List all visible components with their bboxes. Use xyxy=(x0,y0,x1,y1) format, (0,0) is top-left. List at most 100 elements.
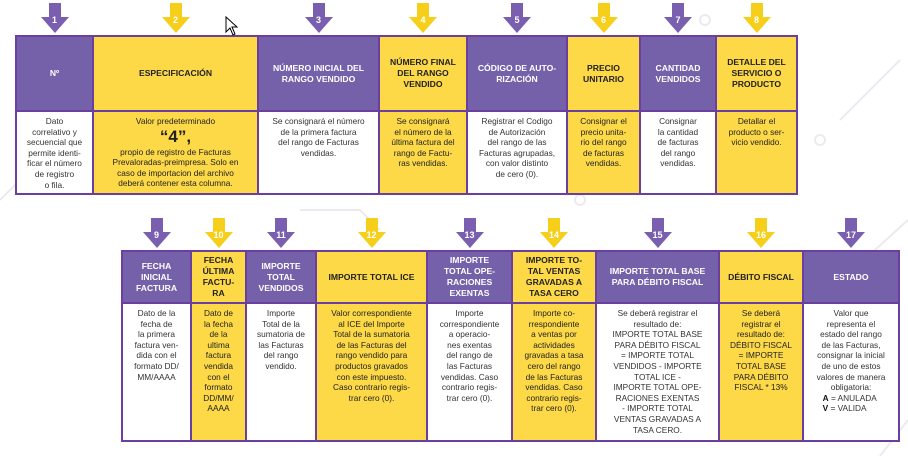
header-text: DÉBITO FISCAL xyxy=(728,271,794,282)
arrow-down-icon: 2 xyxy=(161,3,190,33)
column-13: 13 IMPORTE TOTAL OPE- RACIONES EXENTAS I… xyxy=(426,218,513,446)
column-number: 16 xyxy=(755,230,766,240)
column-11: 11 IMPORTE TOTAL VENDIDOS Importe Total … xyxy=(245,218,317,446)
column-5: 5 CÓDIGO DE AUTO- RIZACIÓN Registrar el … xyxy=(466,3,568,199)
arrow-down-icon: 8 xyxy=(742,3,771,33)
column-header: ESPECIFICACIÓN xyxy=(92,35,259,112)
header-text: FECHA ÚLTIMA FACTU- RA xyxy=(202,255,235,298)
description-text: Dato correlativo y secuencial que permit… xyxy=(26,116,83,190)
column-description: Se deberá registrar el resultado de: IMP… xyxy=(595,302,720,442)
arrow-down-icon: 1 xyxy=(40,3,69,33)
description-text: Se consignará el número de la primera fa… xyxy=(272,116,365,158)
arrow-down-icon: 11 xyxy=(267,218,295,248)
header-text: DETALLE DEL SERVICIO O PRODUCTO xyxy=(727,57,786,89)
header-text: PRECIO UNITARIO xyxy=(583,62,624,84)
description-text: Valor que representa el estado del rango… xyxy=(816,308,886,393)
column-number: 2 xyxy=(172,15,178,25)
column-1: 1 Nº Dato correlativo y secuencial que p… xyxy=(15,3,94,199)
description-text: Importe correspondiente a operacio- nes … xyxy=(439,308,500,403)
column-header: FECHA INICIAL FACTURA xyxy=(121,250,192,304)
column-description: Se deberá registrar el resultado de: DÉB… xyxy=(718,302,804,442)
column-number: 3 xyxy=(315,15,321,25)
column-description: Valor predeterminado“4”,propio de regist… xyxy=(92,110,259,195)
column-12: 12 IMPORTE TOTAL ICE Valor correspondien… xyxy=(315,218,428,446)
column-description: Consignar el precio unita- rio del rango… xyxy=(566,110,641,195)
arrow-down-icon: 9 xyxy=(142,218,171,248)
column-description: Consignar la cantidad de facturas del ra… xyxy=(639,110,717,195)
arrow-down-icon: 7 xyxy=(664,3,692,33)
description-text: Importe Total de la sumatoria de las Fac… xyxy=(257,308,305,371)
column-number: 5 xyxy=(514,15,520,25)
description-text: Se deberá registrar el resultado de: DÉB… xyxy=(729,308,793,393)
column-3: 3 NÚMERO INICIAL DEL RANGO VENDIDO Se co… xyxy=(257,3,380,199)
arrow-down-icon: 4 xyxy=(409,3,437,33)
column-number: 15 xyxy=(652,230,663,240)
arrow-down-icon: 13 xyxy=(455,218,484,248)
column-4: 4 NÚMERO FINAL DEL RANGO VENDIDO Se cons… xyxy=(378,3,468,199)
option-value-v: = VALIDA xyxy=(828,403,867,414)
header-text: IMPORTE TOTAL OPE- RACIONES EXENTAS xyxy=(443,255,496,298)
column-9: 9 FECHA INICIAL FACTURA Dato de la fecha… xyxy=(121,218,192,446)
column-number: 17 xyxy=(845,230,856,240)
arrow-down-icon: 15 xyxy=(643,218,672,248)
header-text: IMPORTE TOTAL ICE xyxy=(328,271,415,282)
mouse-cursor-icon xyxy=(225,16,239,36)
column-number: 14 xyxy=(548,230,559,240)
option-value-a: = ANULADA xyxy=(828,392,877,403)
column-number: 1 xyxy=(51,15,57,25)
column-description: Dato correlativo y secuencial que permit… xyxy=(15,110,94,195)
description-text: Registrar el Codigo de Autorización del … xyxy=(478,116,556,179)
description-text: Se consignará el número de la última fac… xyxy=(391,116,455,169)
header-text: NÚMERO FINAL DEL RANGO VENDIDO xyxy=(390,57,456,89)
column-6: 6 PRECIO UNITARIO Consignar el precio un… xyxy=(566,3,641,199)
column-15: 15 IMPORTE TOTAL BASE PARA DÉBITO FISCAL… xyxy=(595,218,720,446)
column-number: 9 xyxy=(153,230,159,240)
column-header: IMPORTE TOTAL OPE- RACIONES EXENTAS xyxy=(426,250,513,304)
description-text: Consignar el precio unita- rio del rango… xyxy=(580,116,627,169)
column-7: 7 CANTIDAD VENDIDOS Consignar la cantida… xyxy=(639,3,717,199)
description-text: Dato de la fecha de la primera factura v… xyxy=(134,308,179,382)
description-text: Consignar la cantidad de facturas del ra… xyxy=(657,116,699,169)
column-header: IMPORTE TOTAL VENDIDOS xyxy=(245,250,317,304)
arrow-down-icon: 3 xyxy=(304,3,333,33)
column-description: Valor correspondiente al ICE del Importe… xyxy=(315,302,428,442)
column-number: 10 xyxy=(213,230,224,240)
column-header: DÉBITO FISCAL xyxy=(718,250,804,304)
arrow-down-icon: 12 xyxy=(357,218,386,248)
column-header: CÓDIGO DE AUTO- RIZACIÓN xyxy=(466,35,568,112)
column-header: PRECIO UNITARIO xyxy=(566,35,641,112)
header-text: FECHA INICIAL FACTURA xyxy=(135,260,178,293)
header-text: ESTADO xyxy=(833,271,869,282)
header-text: Nº xyxy=(49,68,60,78)
header-text: CÓDIGO DE AUTO- RIZACIÓN xyxy=(477,62,557,84)
arrow-down-icon: 10 xyxy=(204,218,233,248)
column-header: FECHA ÚLTIMA FACTU- RA xyxy=(190,250,247,304)
header-text: CANTIDAD VENDIDOS xyxy=(655,62,701,84)
option-key-a: A xyxy=(822,392,829,403)
arrow-down-icon: 14 xyxy=(540,218,568,248)
column-number: 11 xyxy=(276,230,286,240)
column-header: Nº xyxy=(15,35,94,112)
column-number: 12 xyxy=(366,230,377,240)
column-description: Importe correspondiente a operacio- nes … xyxy=(426,302,513,442)
header-text: ESPECIFICACIÓN xyxy=(138,68,213,78)
column-header: IMPORTE TO- TAL VENTAS GRAVADAS A TASA C… xyxy=(511,250,597,304)
description-text: Importe co- rrespondiente a ventas por a… xyxy=(524,308,584,414)
description-text: Dato de la fecha de la ultima factura ve… xyxy=(203,308,234,414)
column-2: 2 ESPECIFICACIÓN Valor predeterminado“4”… xyxy=(92,3,259,199)
column-header: NÚMERO FINAL DEL RANGO VENDIDO xyxy=(378,35,468,112)
column-10: 10 FECHA ÚLTIMA FACTU- RA Dato de la fec… xyxy=(190,218,247,446)
description-text: Detallar el producto o ser- vicio vendid… xyxy=(728,116,785,148)
arrow-down-icon: 17 xyxy=(837,218,865,248)
column-description: Importe co- rrespondiente a ventas por a… xyxy=(511,302,597,442)
column-17: 17 ESTADO Valor que representa el estado… xyxy=(802,218,900,446)
description-text: propio de registro de Facturas Prevalora… xyxy=(112,146,239,189)
description-text: Se deberá registrar el resultado de: IMP… xyxy=(612,308,703,435)
column-header: DETALLE DEL SERVICIO O PRODUCTO xyxy=(715,35,798,112)
header-text: NÚMERO INICIAL DEL RANGO VENDIDO xyxy=(272,62,365,84)
header-text: IMPORTE TO- TAL VENTAS GRAVADAS A TASA C… xyxy=(525,255,583,298)
arrow-down-icon: 5 xyxy=(503,3,531,33)
column-8: 8 DETALLE DEL SERVICIO O PRODUCTO Detall… xyxy=(715,3,798,199)
column-number: 8 xyxy=(753,15,759,25)
column-header: IMPORTE TOTAL ICE xyxy=(315,250,428,304)
